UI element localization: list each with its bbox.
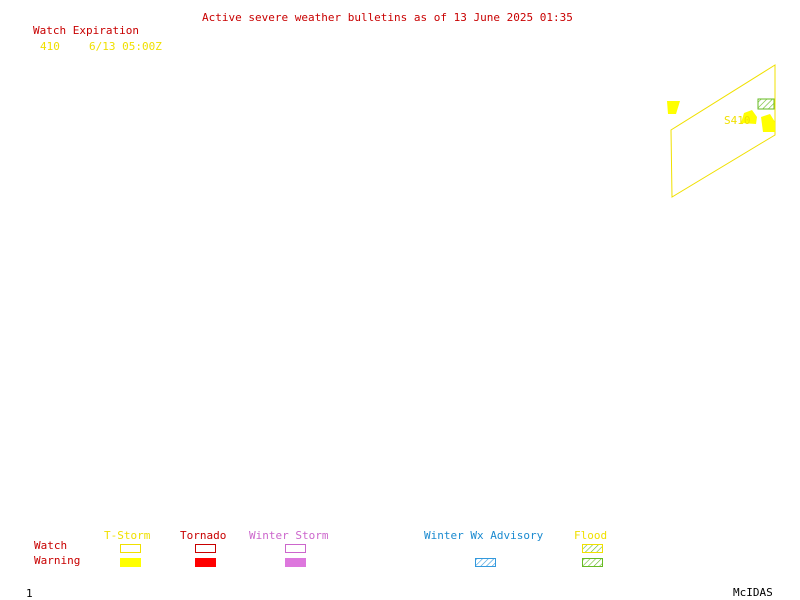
legend-flood-label: Flood bbox=[574, 529, 608, 542]
watch-polygon[interactable] bbox=[670, 64, 776, 198]
legend-row-warning: Warning bbox=[34, 554, 81, 567]
legend-winter-storm-label: Winter Storm bbox=[249, 529, 329, 542]
legend-tornado-warning-swatch bbox=[195, 558, 216, 567]
legend-tstorm-watch-swatch bbox=[120, 544, 141, 553]
warning-area-east[interactable] bbox=[761, 114, 775, 132]
legend-row-watch: Watch bbox=[34, 539, 68, 552]
watch-expiration-id: 410 bbox=[40, 40, 60, 53]
legend-winter-storm-warning-swatch bbox=[285, 558, 306, 567]
legend-tstorm-warning-swatch bbox=[120, 558, 141, 567]
watch-expiration-heading: Watch Expiration bbox=[33, 24, 139, 37]
legend-tornado-watch-swatch bbox=[195, 544, 216, 553]
warning-area-west[interactable] bbox=[667, 101, 680, 114]
flood-warning-area[interactable] bbox=[757, 98, 775, 110]
legend-tstorm-label: T-Storm bbox=[104, 529, 151, 542]
watch-polygon-label: S410 bbox=[724, 114, 751, 127]
frame-number: 1 bbox=[26, 587, 33, 600]
legend-winter-storm-watch-swatch bbox=[285, 544, 306, 553]
legend-winter-advisory-label: Winter Wx Advisory bbox=[424, 529, 544, 542]
bulletin-title: Active severe weather bulletins as of 13… bbox=[202, 11, 573, 24]
watch-expiration-time: 6/13 05:00Z bbox=[89, 40, 162, 53]
legend-tornado-label: Tornado bbox=[180, 529, 227, 542]
mcidas-brand: McIDAS bbox=[733, 586, 773, 599]
warning-area-center[interactable] bbox=[741, 110, 757, 124]
